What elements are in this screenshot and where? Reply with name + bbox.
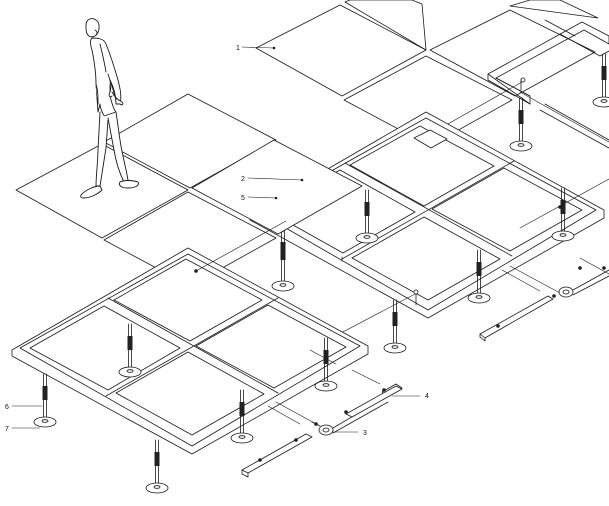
stringer-bar (479, 257, 609, 342)
pedestal-post (33, 373, 57, 428)
pedestal (509, 97, 533, 152)
callout-7: 7 (5, 426, 9, 433)
callout-2: 2 (241, 176, 245, 183)
callout-4: 4 (425, 393, 429, 400)
callout-3: 3 (363, 430, 367, 437)
stringer-assembly (241, 349, 403, 478)
stringer-bar (241, 433, 313, 474)
stringer-bar (345, 385, 403, 418)
mid-tile-field (15, 93, 363, 287)
person-figure (80, 18, 139, 199)
lower-frame-grid (11, 247, 369, 455)
upper-tile-field (255, 0, 599, 147)
floor-tile (509, 0, 599, 19)
callout-labels: 1 2 3 4 5 6 7 (5, 45, 429, 437)
pedestal (145, 439, 169, 494)
middle-frame-grid (249, 111, 605, 319)
callout-5: 5 (241, 195, 245, 202)
callout-leaders (11, 46, 421, 433)
floor-tile (429, 9, 596, 97)
floor-tile (103, 93, 277, 189)
floor-tile (15, 143, 189, 239)
callout-1: 1 (236, 45, 240, 52)
floor-tile (344, 0, 427, 51)
pedestal (592, 53, 609, 108)
pedestal (383, 299, 407, 354)
callout-6: 6 (5, 404, 9, 411)
floor-tile (191, 139, 363, 235)
